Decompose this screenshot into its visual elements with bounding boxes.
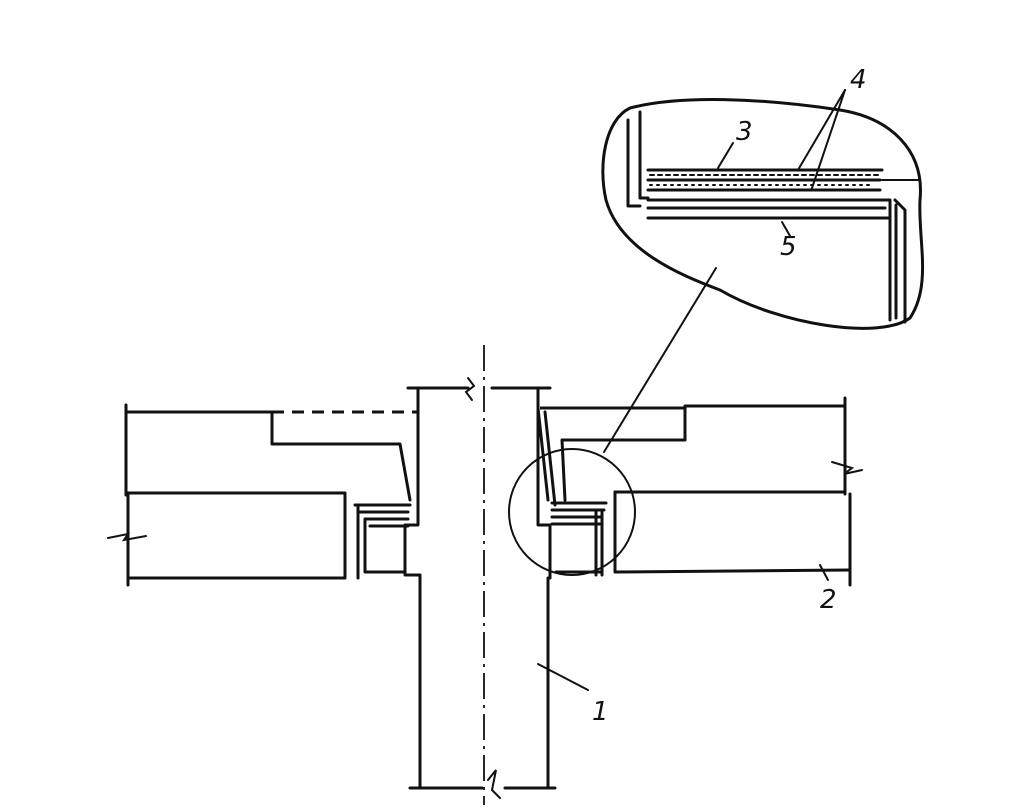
column xyxy=(403,345,557,805)
label-layers-4: 4 xyxy=(850,65,867,95)
label-layer-5: 5 xyxy=(780,232,797,262)
detail-circle xyxy=(508,448,636,576)
left-slabs xyxy=(107,403,418,587)
label-column: 1 xyxy=(592,697,609,727)
leader-1 xyxy=(537,663,589,691)
break-mark-top xyxy=(464,377,476,401)
right-slabs xyxy=(508,267,863,587)
leader-2 xyxy=(819,564,829,581)
break-mark-right xyxy=(831,461,863,475)
break-mark-left xyxy=(107,532,147,542)
detail-callout xyxy=(601,89,925,330)
detail-leader xyxy=(603,267,717,453)
break-mark-bottom xyxy=(487,769,501,799)
label-slab: 2 xyxy=(820,585,837,615)
label-layer-3: 3 xyxy=(736,117,753,147)
